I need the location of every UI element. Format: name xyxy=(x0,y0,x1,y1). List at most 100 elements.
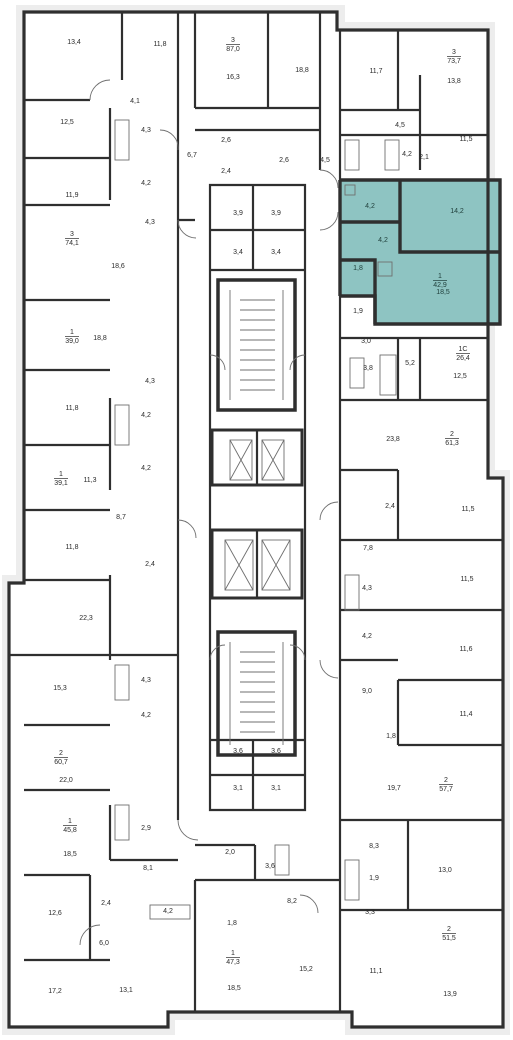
right-room-area-7: 3,0 xyxy=(361,338,371,345)
selected-apartment-walls xyxy=(338,178,502,326)
left-room-area-6: 6,7 xyxy=(187,152,197,159)
right-room-area-4: 4,2 xyxy=(402,151,412,158)
selected-apartment-rooms: 1 xyxy=(438,273,442,280)
right-apartment-3-rooms: 2 xyxy=(444,777,448,784)
right-room-area-24: 13,0 xyxy=(438,867,452,874)
left-room-area-28: 2,4 xyxy=(101,900,111,907)
right-room-area-11: 23,8 xyxy=(386,436,400,443)
right-room-area-8: 5,2 xyxy=(405,360,415,367)
core-room-area-10: 3,6 xyxy=(233,748,243,755)
selected-room-area-2: 4,2 xyxy=(378,237,388,244)
left-room-area-2: 12,5 xyxy=(60,119,74,126)
core-room-area-2: 2,6 xyxy=(221,137,231,144)
right-room-area-16: 11,5 xyxy=(460,576,473,583)
right-room-area-18: 11,6 xyxy=(459,646,472,653)
left-room-area-1: 11,8 xyxy=(153,41,166,48)
right-room-area-1: 13,8 xyxy=(447,78,461,85)
right-room-area-0: 11,7 xyxy=(369,68,382,75)
right-room-area-26: 3,3 xyxy=(365,909,375,916)
left-apartment-3-total: 60,7 xyxy=(54,759,68,766)
left-room-area-10: 18,8 xyxy=(93,335,107,342)
left-room-area-4: 4,3 xyxy=(141,127,151,134)
core-room-area-4: 2,6 xyxy=(279,157,289,164)
core-room-area-8: 3,4 xyxy=(233,249,243,256)
core-room-area-9: 3,4 xyxy=(271,249,281,256)
core-room-area-15: 3,6 xyxy=(265,863,275,870)
left-apartment-3-rooms: 2 xyxy=(59,750,63,757)
left-room-area-21: 4,3 xyxy=(141,677,151,684)
core-room-area-12: 3,1 xyxy=(233,785,243,792)
core-room-area-17: 8,2 xyxy=(287,898,297,905)
right-room-area-3: 11,5 xyxy=(459,136,472,143)
left-apartment-2-total: 39,1 xyxy=(54,480,68,487)
left-room-area-32: 13,1 xyxy=(119,987,133,994)
left-apartment-4-rooms: 1 xyxy=(68,818,72,825)
left-room-area-26: 8,1 xyxy=(143,865,153,872)
left-room-area-0: 13,4 xyxy=(67,39,81,46)
core-room-area-6: 3,9 xyxy=(233,210,243,217)
left-apartment-0-rooms: 3 xyxy=(70,231,74,238)
selected-room-area-1: 4,2 xyxy=(365,203,375,210)
fixtures xyxy=(79,79,400,946)
outer-walls xyxy=(7,10,505,1029)
right-apartment-1-rooms: 1С xyxy=(459,346,468,353)
core-room-area-1: 18,8 xyxy=(295,67,309,74)
left-apartment-1-total: 39,0 xyxy=(65,338,79,345)
left-room-area-18: 2,4 xyxy=(145,561,155,568)
right-room-area-19: 9,0 xyxy=(362,688,372,695)
core-apartment-0-rooms: 1 xyxy=(231,950,235,957)
selected-room-area-0: 14,2 xyxy=(450,208,464,215)
left-apartment-2-rooms: 1 xyxy=(59,471,63,478)
left-room-area-9: 18,6 xyxy=(111,263,125,270)
core-room-area-0: 16,3 xyxy=(226,74,240,81)
right-room-area-25: 1,9 xyxy=(369,875,379,882)
right-room-area-10: 12,5 xyxy=(453,373,467,380)
left-room-area-3: 4,1 xyxy=(130,98,140,105)
right-room-area-9: 3,8 xyxy=(363,365,373,372)
core-room-area-13: 3,1 xyxy=(271,785,281,792)
left-room-area-23: 22,0 xyxy=(59,777,73,784)
left-room-area-19: 22,3 xyxy=(79,615,93,622)
left-apartment-0-total: 74,1 xyxy=(65,240,79,247)
left-room-area-5: 4,2 xyxy=(141,180,151,187)
left-room-area-8: 4,3 xyxy=(145,219,155,226)
right-room-area-13: 11,5 xyxy=(461,506,474,513)
left-apartment-1-rooms: 1 xyxy=(70,329,74,336)
right-room-area-5: 2,1 xyxy=(419,154,429,161)
selected-apartment-total: 42,9 xyxy=(433,282,447,289)
right-room-area-22: 19,7 xyxy=(387,785,401,792)
right-apartment-2-rooms: 2 xyxy=(450,431,454,438)
right-room-area-21: 1,8 xyxy=(386,733,396,740)
right-apartment-1-total: 26,4 xyxy=(456,355,470,362)
core-room-area-14: 2,0 xyxy=(225,849,235,856)
left-room-area-15: 11,3 xyxy=(83,477,96,484)
right-apartment-4-total: 51,5 xyxy=(442,935,456,942)
core-room-area-3: 2,4 xyxy=(221,168,231,175)
left-room-area-13: 4,2 xyxy=(141,412,151,419)
left-room-area-31: 17,2 xyxy=(48,988,62,995)
right-room-area-17: 4,2 xyxy=(362,633,372,640)
left-room-area-25: 2,9 xyxy=(141,825,151,832)
right-room-area-27: 11,1 xyxy=(369,968,382,975)
right-room-area-2: 4,5 xyxy=(395,122,405,129)
right-room-area-23: 8,3 xyxy=(369,843,379,850)
left-room-area-27: 12,6 xyxy=(48,910,62,917)
right-apartment-0-total: 73,7 xyxy=(447,58,461,65)
selected-room-area-4: 18,5 xyxy=(436,289,450,296)
left-apartment-5-rooms: 3 xyxy=(231,37,235,44)
left-room-area-11: 4,3 xyxy=(145,378,155,385)
left-room-area-24: 18,5 xyxy=(63,851,77,858)
left-room-area-17: 11,8 xyxy=(65,544,78,551)
core-room-area-11: 3,6 xyxy=(271,748,281,755)
left-room-area-30: 4,2 xyxy=(163,908,173,915)
right-room-area-28: 13,9 xyxy=(443,991,457,998)
left-room-area-12: 11,8 xyxy=(65,405,78,412)
right-apartment-2-total: 61,3 xyxy=(445,440,459,447)
left-room-area-7: 11,9 xyxy=(65,192,78,199)
left-room-area-14: 4,2 xyxy=(141,465,151,472)
right-room-area-14: 7,8 xyxy=(363,545,373,552)
left-apartment-5-total: 87,0 xyxy=(226,46,240,53)
right-apartment-4-rooms: 2 xyxy=(447,926,451,933)
